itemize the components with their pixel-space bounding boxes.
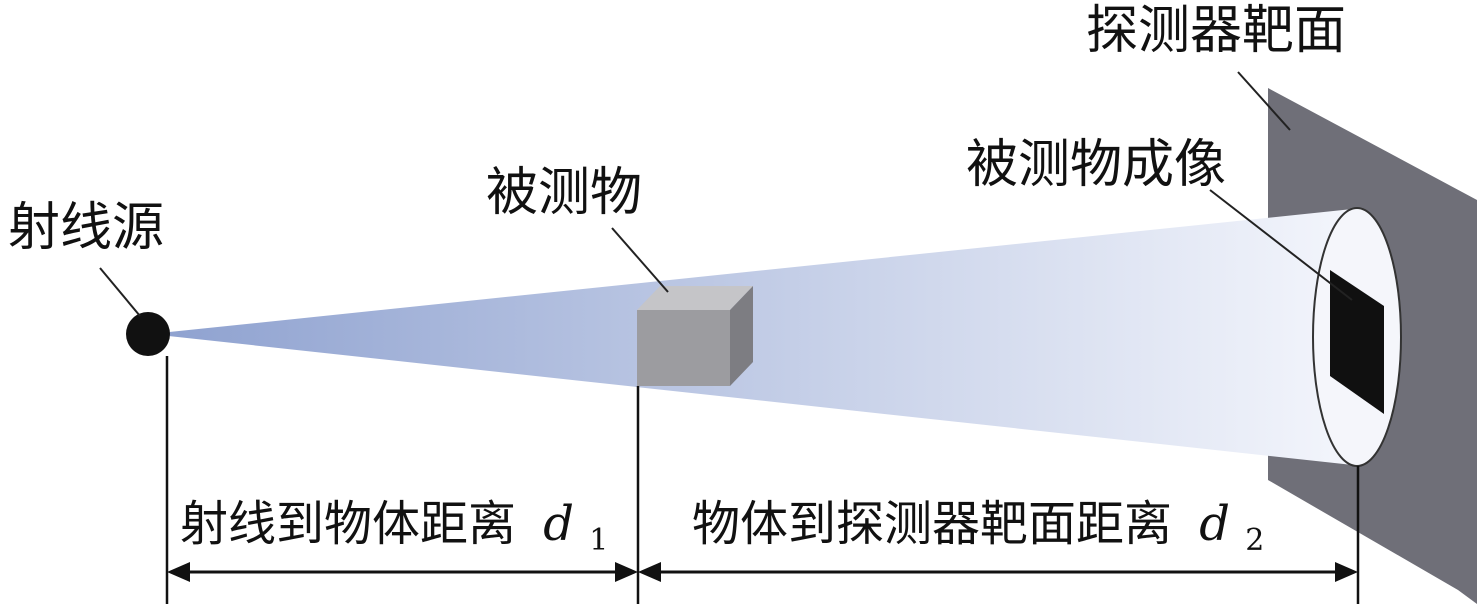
source-label: 射线源 [8,198,164,258]
detector-leader-line [1237,71,1291,131]
d1-dimension-arrow [167,562,638,582]
object-image-label: 被测物成像 [966,135,1226,195]
d1-subscript: 1 [589,523,608,558]
image-leader-line [1209,189,1353,301]
d1-dimension-label: 射线到物体距离 d 1 [180,496,608,558]
d2-dimension-arrow [638,562,1358,582]
d1-symbol: d [543,496,574,552]
d2-text: 物体到探测器靶面距离 [692,496,1172,552]
object-label: 被测物 [486,163,642,223]
object-cube [637,286,753,386]
d2-subscript: 2 [1245,523,1264,558]
xray-beam-cone [150,208,1362,466]
object-leader-line [611,227,669,293]
detector-label: 探测器靶面 [1086,1,1346,61]
source-leader-line [99,267,141,317]
object-image-square [1330,270,1384,414]
d1-text: 射线到物体距离 [180,496,516,552]
d2-symbol: d [1199,496,1230,552]
d2-dimension-label: 物体到探测器靶面距离 d 2 [692,496,1264,558]
xray-source-dot [126,312,170,356]
